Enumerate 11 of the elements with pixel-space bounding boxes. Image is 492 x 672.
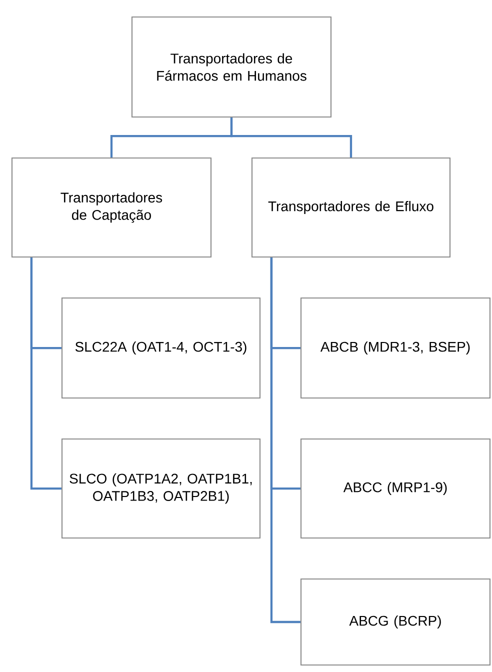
box: Transportadores de Fármacos em Humanos [131,16,332,118]
box: Transportadores de Efluxo [251,157,451,258]
box: ABCC (MRP1-9) [300,438,491,539]
connector [230,118,352,158]
box: SLCO (OATP1A2, OATP1B1, OATP1B3, OATP2B1) [61,438,261,539]
connector [270,258,300,624]
box: SLC22A (OAT1-4, OCT1-3) [61,297,261,399]
box: ABCG (BCRP) [300,578,491,666]
connector [30,258,62,490]
box: Transportadores de Captação [11,157,212,258]
box: ABCB (MDR1-3, BSEP) [300,297,491,399]
